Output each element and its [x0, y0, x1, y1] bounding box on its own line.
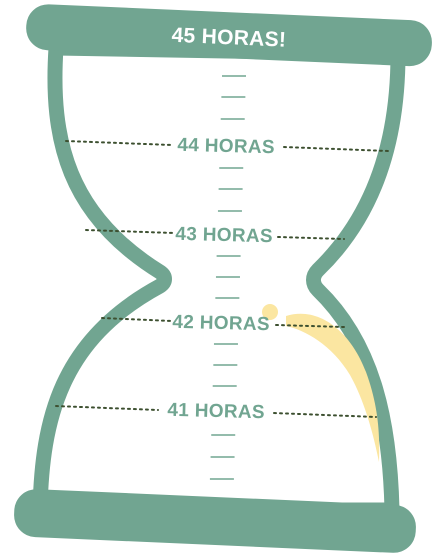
tick-marks [209, 75, 246, 480]
sand-stream [286, 313, 380, 462]
title-label: 45 HORAS! [171, 24, 287, 52]
level-label-44: 44 HORAS [177, 135, 275, 159]
hourglass-glass [32, 40, 406, 518]
level-line-43-right [277, 236, 345, 240]
level-label-43: 43 HORAS [175, 224, 273, 248]
level-line-42-right [275, 324, 345, 328]
level-line-44-right [283, 146, 389, 152]
sand-grain [262, 304, 278, 320]
level-label-42: 42 HORAS [172, 312, 270, 336]
level-line-44-left [65, 140, 173, 146]
level-line-41-right [273, 412, 377, 418]
level-line-42-left [101, 317, 173, 322]
level-label-41: 41 HORAS [167, 400, 265, 424]
bottom-cap [14, 489, 416, 553]
top-cap: 45 HORAS! [26, 4, 432, 67]
level-line-41-left [55, 405, 159, 411]
level-line-43-left [85, 229, 175, 234]
level-lines [55, 140, 389, 418]
